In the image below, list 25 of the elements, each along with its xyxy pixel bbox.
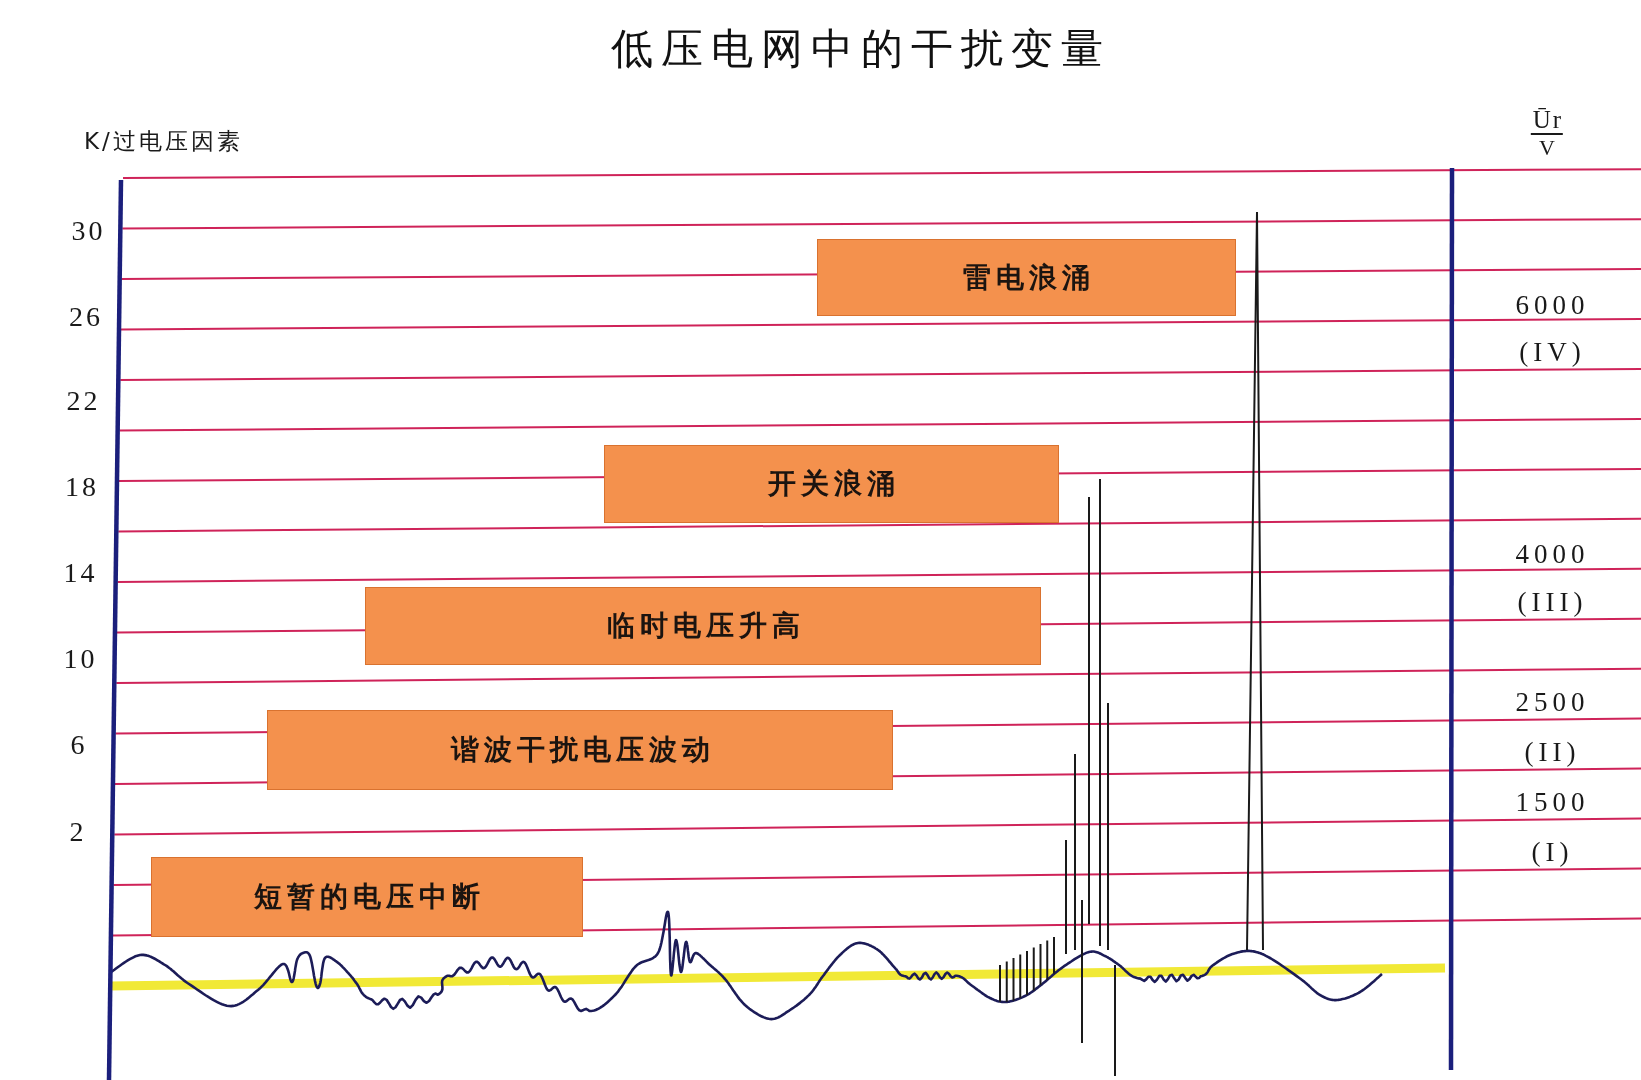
axis-title: K/过电压因素 (84, 129, 243, 153)
title: 低压电网中的干扰变量 (610, 28, 1111, 70)
tick-label: 6000 (1514, 291, 1590, 319)
tick-label: 1500 (1514, 788, 1590, 816)
class-label: (I) (1530, 838, 1574, 866)
disturbance-band: 谐波干扰电压波动 (267, 710, 893, 790)
class-label: (IV) (1518, 338, 1586, 366)
disturbance-band: 短暂的电压中断 (151, 857, 583, 937)
tick-label: 18 (64, 473, 99, 501)
unit-label: V (1539, 137, 1555, 159)
tick-label: 26 (68, 303, 103, 331)
tick-label: 14 (62, 559, 98, 587)
tick-label: 30 (70, 217, 106, 245)
tick-label: 4000 (1514, 540, 1590, 568)
class-label: (III) (1516, 588, 1588, 616)
tick-label: 10 (62, 645, 98, 673)
tick-label: 22 (65, 387, 101, 415)
unit-label: Ūr (1530, 107, 1564, 135)
disturbance-band: 开关浪涌 (604, 445, 1059, 523)
tick-label: 2 (68, 818, 87, 846)
disturbance-band: 临时电压升高 (365, 587, 1041, 665)
tick-label: 2500 (1514, 688, 1590, 716)
tick-label: 6 (69, 731, 88, 759)
class-label: (II) (1523, 738, 1581, 766)
disturbance-band: 雷电浪涌 (817, 239, 1236, 316)
